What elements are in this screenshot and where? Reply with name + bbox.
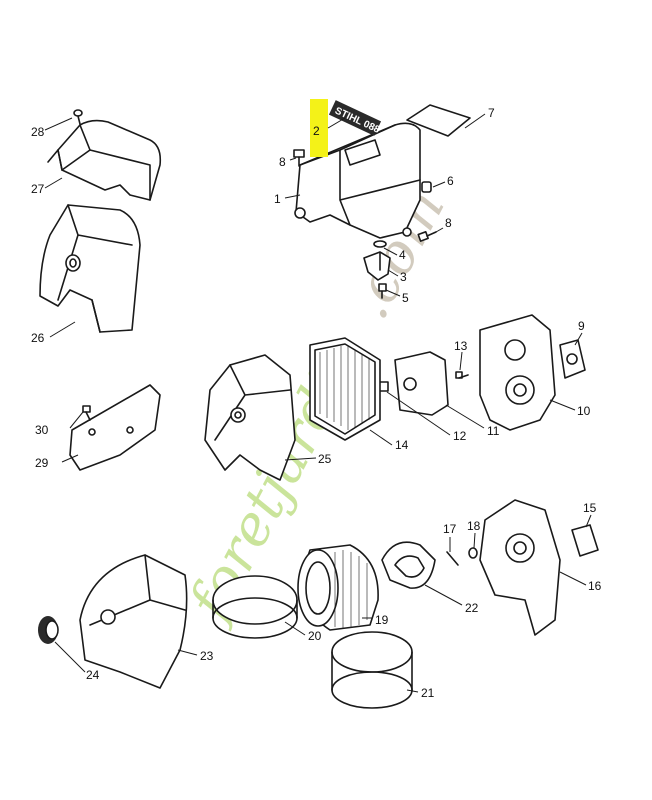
label-20: 20	[308, 629, 322, 643]
leader-lines	[44, 113, 592, 693]
highlight-box	[310, 99, 328, 157]
part-17-pin	[446, 551, 459, 566]
part-26-shroud	[39, 204, 141, 333]
label-7: 7	[488, 106, 495, 120]
label-16: 16	[588, 579, 602, 593]
label-9: 9	[578, 319, 585, 333]
label-8-mid: 8	[445, 216, 452, 230]
label-19: 19	[375, 613, 389, 627]
label-1: 1	[274, 192, 281, 206]
part-4-ring	[373, 240, 387, 248]
part-5-screw	[378, 283, 387, 299]
part-3-bracket	[363, 251, 391, 281]
label-24: 24	[86, 668, 100, 682]
label-15: 15	[583, 501, 597, 515]
part-8-screw-mid	[417, 231, 437, 242]
part-15-gasket	[571, 524, 599, 557]
part-9-gasket	[559, 339, 586, 379]
label-2: 2	[313, 124, 320, 138]
label-27: 27	[31, 182, 45, 196]
part-14-filter	[309, 337, 381, 441]
label-23: 23	[200, 649, 214, 663]
label-22: 22	[465, 601, 479, 615]
label-10: 10	[577, 404, 591, 418]
part-23-lower-cover	[79, 554, 188, 689]
part-6-grommet	[421, 181, 432, 193]
part-27-top-cover	[47, 119, 162, 201]
part-24-knob	[38, 616, 59, 644]
label-3: 3	[400, 270, 407, 284]
label-12: 12	[453, 429, 467, 443]
part-29-plate	[69, 384, 161, 471]
part-30-screw	[82, 405, 91, 421]
label-14: 14	[395, 438, 409, 452]
part-1-main-cover	[294, 122, 421, 239]
label-5: 5	[402, 291, 409, 305]
part-16-carrier	[479, 499, 561, 636]
part-19-filter-element	[297, 544, 379, 631]
part-25-shroud	[204, 354, 296, 481]
label-25: 25	[318, 452, 332, 466]
part-10-carb-plate	[479, 314, 556, 431]
label-21: 21	[421, 686, 435, 700]
label-13: 13	[454, 339, 468, 353]
label-17: 17	[443, 522, 457, 536]
part-21-foam-ring	[331, 631, 413, 709]
label-28: 28	[31, 125, 45, 139]
label-26: 26	[31, 331, 45, 345]
label-18: 18	[467, 519, 481, 533]
label-30: 30	[35, 423, 49, 437]
part-18-washer	[468, 547, 478, 559]
part-8-screw-top	[293, 149, 305, 167]
label-11: 11	[487, 424, 500, 438]
label-6: 6	[447, 174, 454, 188]
part-20-foam-ring	[212, 575, 298, 639]
label-4: 4	[399, 248, 406, 262]
part-28-screw	[73, 109, 83, 125]
label-29: 29	[35, 456, 49, 470]
part-labels: 28 27 26 1 2 8 7 6 8 4 3 5 9 10 11 12 13…	[31, 106, 602, 700]
part-13-screw	[455, 371, 469, 379]
part-11-baffle	[394, 351, 449, 416]
part-7-plate	[406, 104, 471, 137]
label-8-top: 8	[279, 155, 286, 169]
part-22-gasket	[381, 541, 436, 589]
